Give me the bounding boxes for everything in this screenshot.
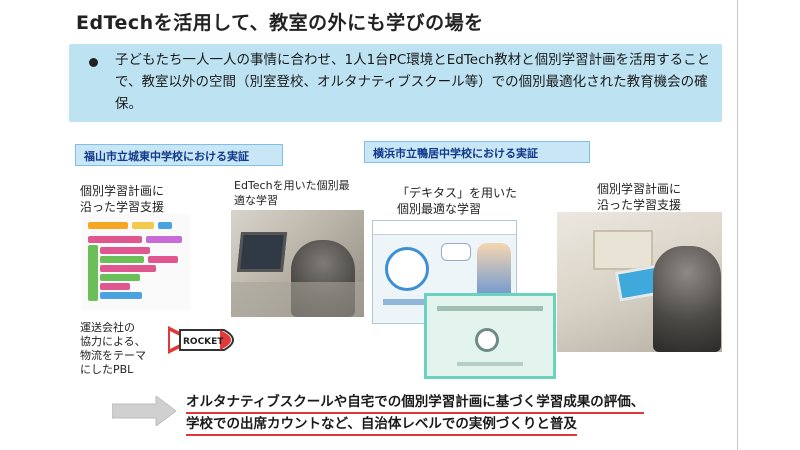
conclusion-line-2: 学校での出席カウントなど、自治体レベルでの実例づくりと普及 — [186, 414, 577, 436]
left-plan-support-caption: 個別学習計画に 沿った学習支援 — [80, 184, 165, 214]
slide-edge-divider — [737, 0, 738, 450]
kamoi-school-label: 横浜市立鴨居中学校における実証 — [364, 141, 590, 163]
conclusion-line-1: オルタナティブスクールや自宅での個別学習計画に基づく学習成果の評価、 — [186, 392, 645, 414]
student-tablet-photo — [231, 210, 364, 317]
slide-title: EdTechを活用して、教室の外にも学びの場を — [76, 12, 484, 34]
conclusion-text: オルタナティブスクールや自宅での個別学習計画に基づく学習成果の評価、 学校での出… — [186, 392, 645, 436]
dekitasu-screen-2 — [424, 293, 556, 379]
summary-text: 子どもたち一人一人の事情に合わせ、1人1台PC環境とEdTech教材と個別学習計… — [115, 52, 711, 112]
pbl-caption: 運送会社の 協力による、 物流をテーマ にしたPBL — [80, 321, 146, 376]
edtech-caption: EdTechを用いた個別最 適な学習 — [234, 179, 350, 207]
right-arrow-icon — [112, 396, 176, 426]
rocket-icon: ROCKET — [168, 326, 234, 354]
dekitasu-caption: 「デキタス」を用いた 個別最適な学習 — [397, 186, 518, 216]
right-plan-support-caption: 個別学習計画に 沿った学習支援 — [597, 182, 682, 212]
fukuyama-school-label: 福山市立城東中学校における実証 — [75, 144, 283, 166]
student-desk-photo — [557, 212, 722, 352]
svg-text:ROCKET: ROCKET — [183, 337, 224, 347]
scratch-block-program-image — [82, 214, 190, 310]
summary-box: 子どもたち一人一人の事情に合わせ、1人1台PC環境とEdTech教材と個別学習計… — [69, 44, 722, 122]
bullet-icon — [89, 58, 98, 67]
